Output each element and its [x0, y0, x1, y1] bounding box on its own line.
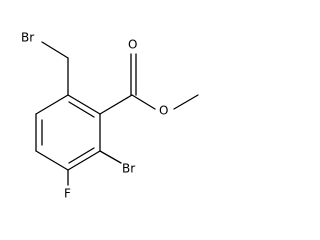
bond-ring-inner-2 — [68, 147, 95, 164]
bond-ring-c1-c2 — [67, 94, 101, 115]
atom-labels: Br O O Br F — [21, 31, 168, 201]
bond-ring-c6-c1 — [35, 94, 69, 115]
atom-label-br-bromomethyl: Br — [21, 31, 34, 45]
atom-label-o-ester: O — [159, 104, 168, 118]
bond-ring-inner-1 — [68, 101, 95, 118]
bonds — [35, 41, 199, 186]
bond-carbonyl-oester — [131, 94, 156, 110]
bond-oester-methyl — [173, 94, 199, 110]
atom-label-o-carbonyl: O — [128, 38, 137, 52]
bond-c2-carbonyl — [99, 94, 133, 115]
atom-label-br-ring: Br — [122, 162, 135, 176]
bond-c3-br — [99, 150, 122, 164]
chemical-structure: Br O O Br F — [21, 31, 199, 201]
bond-ring-c3-c4 — [67, 150, 101, 171]
bond-ring-c4-c5 — [35, 150, 69, 171]
bond-ch2-br — [41, 41, 69, 59]
atom-label-f: F — [64, 187, 71, 201]
